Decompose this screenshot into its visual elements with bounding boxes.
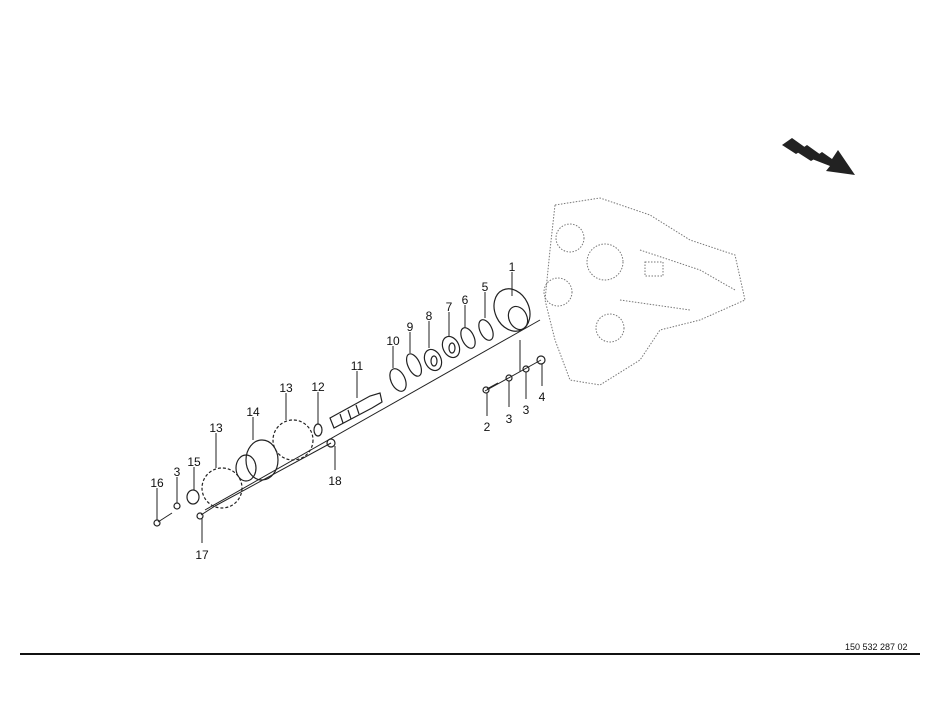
part-label: 15 [187, 455, 201, 469]
nut [536, 355, 546, 365]
disc [186, 489, 200, 505]
part-label: 16 [150, 476, 164, 490]
part-label: 2 [484, 420, 491, 434]
washer [173, 502, 181, 510]
part-label: 11 [351, 359, 364, 373]
splined-shaft [329, 392, 383, 429]
flange-housing [493, 288, 531, 332]
shim-ring [405, 353, 423, 377]
part-label: 9 [407, 320, 414, 334]
document-number: 150 532 287 02 [845, 642, 908, 652]
bearing [441, 335, 461, 359]
bearing [423, 348, 443, 372]
part-label: 3 [523, 403, 530, 417]
part-label: 12 [311, 380, 325, 394]
sprocket [272, 419, 314, 461]
bolt [482, 382, 499, 394]
direction-arrow-icon [782, 138, 855, 175]
sprocket [201, 467, 243, 509]
nut [326, 438, 336, 448]
gearbox-housing [543, 197, 746, 386]
bolt [196, 505, 216, 520]
o-ring [313, 423, 323, 437]
part-label: 1 [509, 260, 516, 274]
part-label: 3 [506, 412, 513, 426]
circlip [389, 368, 407, 392]
part-label: 10 [386, 334, 400, 348]
leader-lines [156, 272, 543, 543]
part-label: 18 [328, 474, 342, 488]
part-label: 5 [482, 280, 489, 294]
part-label: 7 [446, 300, 453, 314]
part-label: 3 [174, 465, 181, 479]
part-label: 6 [462, 293, 469, 307]
part-label: 13 [279, 381, 293, 395]
part-label: 4 [539, 390, 546, 404]
part-label: 14 [246, 405, 260, 419]
part-label: 17 [195, 548, 209, 562]
circlip [478, 319, 494, 341]
footer-rule [20, 653, 920, 655]
part-label: 8 [426, 309, 433, 323]
part-label: 13 [209, 421, 223, 435]
shim-ring [460, 327, 476, 349]
